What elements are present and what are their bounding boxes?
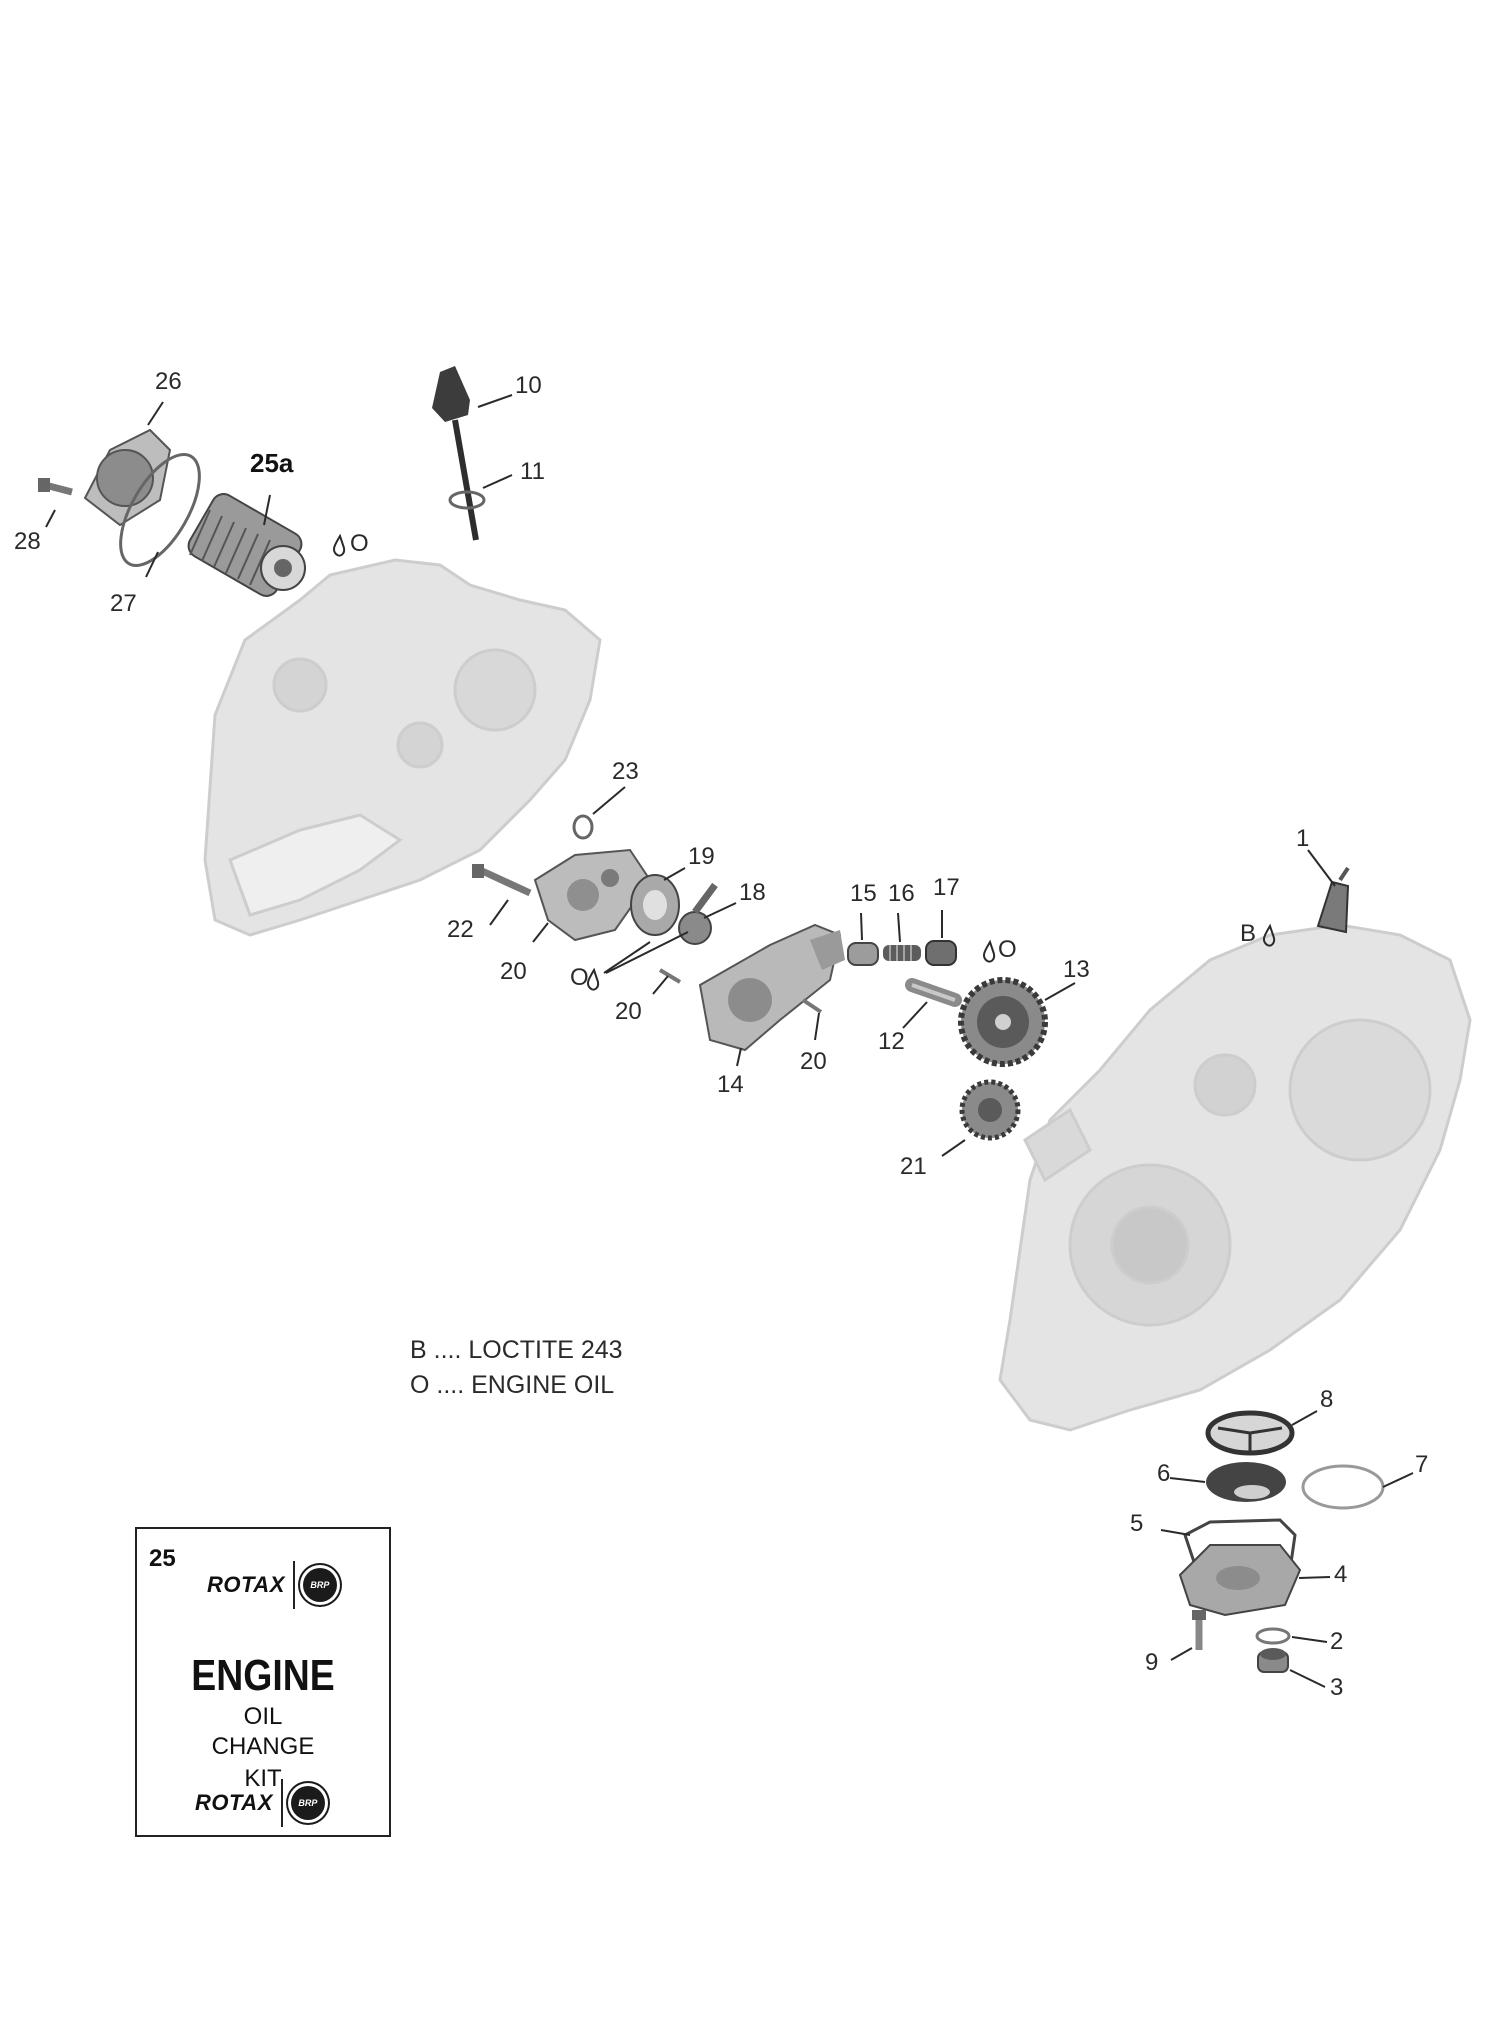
callout-4: 4 — [1334, 1561, 1348, 1588]
brp-logo-icon: BRP — [302, 1568, 337, 1602]
part-28-bolt — [38, 478, 73, 496]
part-7-o-ring — [1301, 1464, 1385, 1510]
callout-23: 22 — [447, 916, 474, 943]
part-25a-oil-filter — [187, 493, 306, 597]
leader-lines — [45, 394, 1414, 1688]
kit-title: ENGINE — [191, 1651, 335, 1700]
crankcase-left-ghost — [203, 558, 602, 937]
callout-11: 11 — [520, 458, 545, 485]
oil-marker-filter: O — [350, 530, 369, 557]
callout-9: 9 — [1145, 1649, 1159, 1676]
callout-28: 28 — [14, 528, 41, 555]
part-18-pump-shaft — [678, 882, 718, 945]
part-4-cover — [1178, 1544, 1302, 1617]
kit-line-change: CHANGE — [211, 1733, 315, 1760]
callout-16: 16 — [888, 880, 915, 907]
kit-number: 25 — [149, 1545, 176, 1572]
part-16-spring — [883, 945, 921, 961]
callout-10: 10 — [515, 372, 542, 399]
kit-line-kit: KIT — [244, 1765, 282, 1792]
legend: B .... LOCTITE 243 O .... ENGINE OIL — [410, 1333, 623, 1403]
callout-5: 5 — [1130, 1510, 1144, 1537]
callout-6: 6 — [1157, 1460, 1171, 1487]
part-3-drain-plug — [1257, 1648, 1289, 1673]
callout-21: 20 — [500, 958, 527, 985]
kit-brand-top: ROTAX BRP — [207, 1561, 337, 1609]
part-21-pump-cover — [533, 848, 652, 942]
callout-18: 18 — [739, 879, 766, 906]
callout-19: 19 — [688, 843, 715, 870]
part-26-o-ring — [119, 453, 201, 567]
callout-2: 2 — [1330, 1628, 1344, 1655]
part-20-pin-a — [658, 968, 682, 984]
callout-12: 12 — [878, 1028, 905, 1055]
oil-marker-shaft: O — [998, 936, 1017, 963]
callout-7: 7 — [1415, 1451, 1429, 1478]
part-15-plug — [847, 942, 879, 966]
part-22-gear — [959, 1079, 1021, 1141]
loctite-marker: B — [1240, 920, 1257, 947]
callout-25a: 25a — [250, 448, 294, 478]
brp-logo-icon: BRP — [290, 1786, 325, 1820]
part-17-plug — [925, 940, 957, 966]
callout-13: 13 — [1063, 956, 1090, 983]
legend-loctite: B .... LOCTITE 243 — [410, 1336, 623, 1364]
part-14-pump-housing — [698, 923, 845, 1052]
part-13-gear — [958, 977, 1048, 1067]
kit-brand-bottom: ROTAX BRP — [195, 1779, 325, 1827]
callout-22: 21 — [900, 1153, 927, 1180]
drop-markers — [332, 533, 1276, 991]
part-23-bolt — [472, 864, 532, 897]
oil-marker-rotor: O — [570, 964, 589, 991]
callout-26: 27 — [110, 590, 137, 617]
logo-divider — [292, 1561, 295, 1609]
legend-engine-oil: O .... ENGINE OIL — [410, 1371, 615, 1399]
callout-8: 8 — [1320, 1386, 1334, 1413]
rotax-logo: ROTAX — [207, 1572, 285, 1597]
rotax-logo: ROTAX — [195, 1790, 273, 1815]
callout-20-b: 20 — [800, 1048, 827, 1075]
part-8-screen — [1205, 1410, 1295, 1456]
callout-24: 23 — [612, 758, 639, 785]
callout-17: 17 — [933, 874, 960, 901]
part-2-washer — [1255, 1627, 1291, 1645]
callout-3: 3 — [1330, 1674, 1344, 1701]
oil-change-kit-box: 25 ROTAX BRP ENGINE OIL CHANGE KIT ROTAX… — [135, 1527, 391, 1837]
part-10-dipstick — [432, 366, 479, 541]
kit-line-oil: OIL — [243, 1703, 283, 1730]
part-1-sensor — [1316, 866, 1350, 934]
part-12-shaft — [905, 978, 962, 1007]
part-11-o-ring — [448, 490, 486, 510]
callout-1: 1 — [1296, 825, 1310, 852]
callout-20-a: 20 — [615, 998, 642, 1025]
part-24-o-ring — [572, 814, 594, 840]
logo-divider — [280, 1779, 283, 1827]
callout-15: 15 — [850, 880, 877, 907]
callout-14: 14 — [717, 1071, 744, 1098]
part-20-pin-b — [801, 998, 823, 1014]
part-19-outer-rotor — [630, 874, 680, 936]
part-6-gasket — [1206, 1462, 1286, 1502]
crankcase-right-ghost — [998, 923, 1472, 1432]
part-9-bolt — [1192, 1610, 1206, 1650]
callout-27: 26 — [155, 368, 182, 395]
